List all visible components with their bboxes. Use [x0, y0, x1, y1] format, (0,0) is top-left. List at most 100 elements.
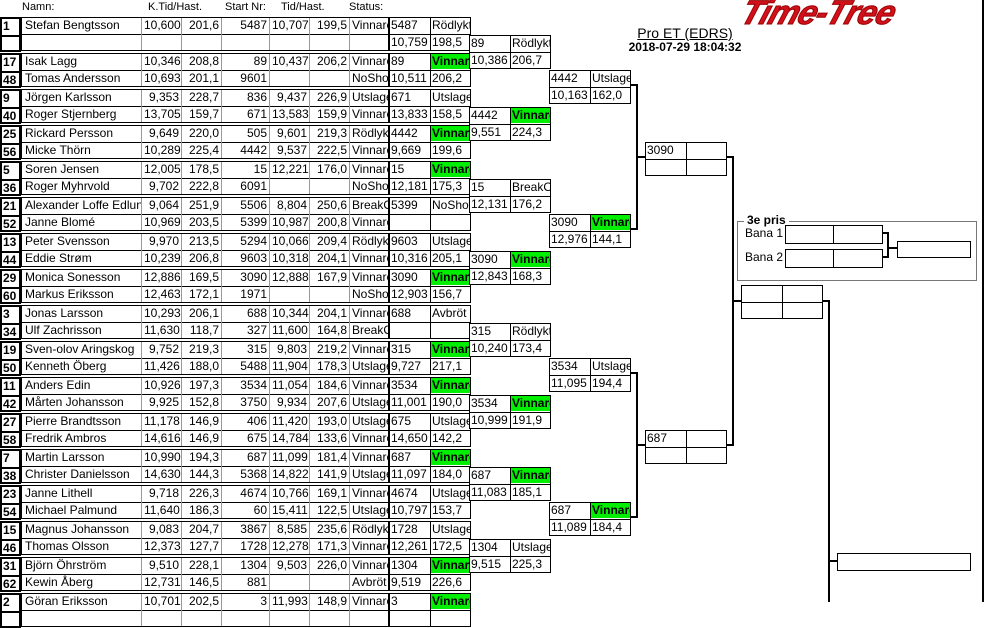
race-status[interactable]: Vinnare: [352, 251, 389, 265]
race-status[interactable]: Vinnare: [352, 143, 389, 157]
race-speed[interactable]: 176,0: [316, 162, 347, 176]
qual-time[interactable]: 9,510: [148, 558, 179, 572]
race-status[interactable]: Vinnare: [352, 215, 389, 229]
race-status[interactable]: NoShow: [352, 179, 389, 193]
start-nr[interactable]: 3750: [240, 395, 267, 409]
start-nr[interactable]: 9601: [240, 71, 267, 85]
race-time[interactable]: [270, 287, 309, 302]
driver-name[interactable]: Kenneth Öberg: [25, 359, 107, 373]
start-nr[interactable]: 9603: [240, 251, 267, 265]
round1-result[interactable]: 3Vinnare: [388, 593, 471, 627]
qual-speed[interactable]: 152,8: [188, 395, 219, 409]
qual-time[interactable]: 11,640: [144, 503, 180, 517]
race-time[interactable]: 11,099: [272, 450, 308, 464]
race-time[interactable]: 9,503: [276, 558, 307, 572]
start-nr[interactable]: [222, 611, 269, 626]
race-time[interactable]: 11,600: [272, 323, 308, 337]
start-nr[interactable]: 315: [246, 342, 267, 356]
qual-speed[interactable]: 197,3: [188, 378, 219, 392]
driver-name[interactable]: Peter Svensson: [25, 234, 110, 248]
qual-speed[interactable]: 208,8: [188, 54, 219, 68]
race-speed[interactable]: 219,3: [316, 126, 347, 140]
qual-speed[interactable]: 188,0: [188, 359, 219, 373]
qual-speed[interactable]: 127,7: [188, 539, 219, 553]
race-time[interactable]: 14,784: [272, 431, 309, 445]
qual-time[interactable]: 10,346: [144, 54, 181, 68]
qual-speed[interactable]: 201,1: [188, 71, 219, 85]
qual-speed[interactable]: 172,1: [188, 287, 219, 301]
race-status[interactable]: BreakOut: [352, 323, 389, 337]
start-nr[interactable]: 688: [246, 306, 267, 320]
qual-speed[interactable]: 186,3: [188, 503, 219, 517]
qual-speed[interactable]: 206,1: [188, 306, 219, 320]
qual-speed[interactable]: 225,4: [188, 143, 219, 157]
race-time[interactable]: 13,583: [272, 107, 309, 121]
race-time[interactable]: [270, 179, 309, 194]
driver-name[interactable]: [23, 35, 141, 50]
qual-speed[interactable]: 178,5: [188, 162, 219, 176]
start-nr[interactable]: 3867: [240, 522, 267, 536]
race-time[interactable]: 10,437: [272, 54, 309, 68]
final-box[interactable]: [741, 285, 823, 319]
qual-speed[interactable]: 213,5: [188, 234, 219, 248]
start-nr[interactable]: 406: [246, 414, 267, 428]
qual-speed[interactable]: 146,5: [188, 575, 219, 589]
qual-time[interactable]: 9,064: [148, 198, 179, 212]
race-speed[interactable]: [310, 71, 349, 86]
qual-speed[interactable]: 228,7: [188, 90, 219, 104]
race-status[interactable]: NoShow: [352, 71, 389, 85]
qual-time[interactable]: 9,702: [148, 179, 179, 193]
start-nr[interactable]: 327: [246, 323, 267, 337]
start-nr[interactable]: 836: [246, 90, 267, 104]
qual-speed[interactable]: 251,9: [188, 198, 219, 212]
race-status[interactable]: Vinnare: [352, 378, 389, 392]
qual-time[interactable]: 9,649: [148, 126, 179, 140]
race-time[interactable]: 14,822: [272, 467, 309, 481]
driver-name[interactable]: Magnus Johansson: [25, 522, 130, 536]
race-speed[interactable]: 250,6: [316, 198, 347, 212]
third-place-winner-box[interactable]: [897, 241, 971, 258]
qual-time[interactable]: 9,083: [148, 522, 179, 536]
race-status[interactable]: Vinnare: [352, 486, 389, 500]
qual-speed[interactable]: 159,7: [188, 107, 219, 121]
qual-time[interactable]: 14,616: [144, 431, 181, 445]
race-time[interactable]: 11,904: [272, 359, 308, 373]
qual-speed[interactable]: 203,5: [188, 215, 219, 229]
qual-speed[interactable]: [182, 35, 221, 50]
lane1-box[interactable]: [785, 225, 883, 244]
driver-name[interactable]: Pierre Brandtsson: [25, 414, 122, 428]
qual-time[interactable]: 14,630: [144, 467, 181, 481]
start-nr[interactable]: 5399: [240, 215, 267, 229]
start-nr[interactable]: 5487: [240, 18, 267, 32]
race-status[interactable]: Rödlyktan: [352, 126, 389, 140]
qual-time[interactable]: 12,005: [144, 162, 181, 176]
race-time[interactable]: 9,803: [276, 342, 307, 356]
race-time[interactable]: 8,585: [276, 522, 307, 536]
driver-name[interactable]: Eddie Strøm: [25, 251, 92, 265]
race-speed[interactable]: 169,1: [316, 486, 347, 500]
race-status[interactable]: Vinnare: [352, 558, 389, 572]
qual-speed[interactable]: 228,1: [188, 558, 219, 572]
start-nr[interactable]: 505: [246, 126, 267, 140]
qual-time[interactable]: 12,886: [144, 270, 181, 284]
driver-name[interactable]: Roger Myhrvold: [25, 179, 110, 193]
driver-name[interactable]: Ulf Zachrisson: [25, 323, 102, 337]
driver-name[interactable]: Mårten Johansson: [25, 395, 124, 409]
race-speed[interactable]: 199,5: [316, 18, 347, 32]
race-time[interactable]: 12,278: [272, 539, 309, 553]
qual-speed[interactable]: 146,9: [188, 431, 219, 445]
